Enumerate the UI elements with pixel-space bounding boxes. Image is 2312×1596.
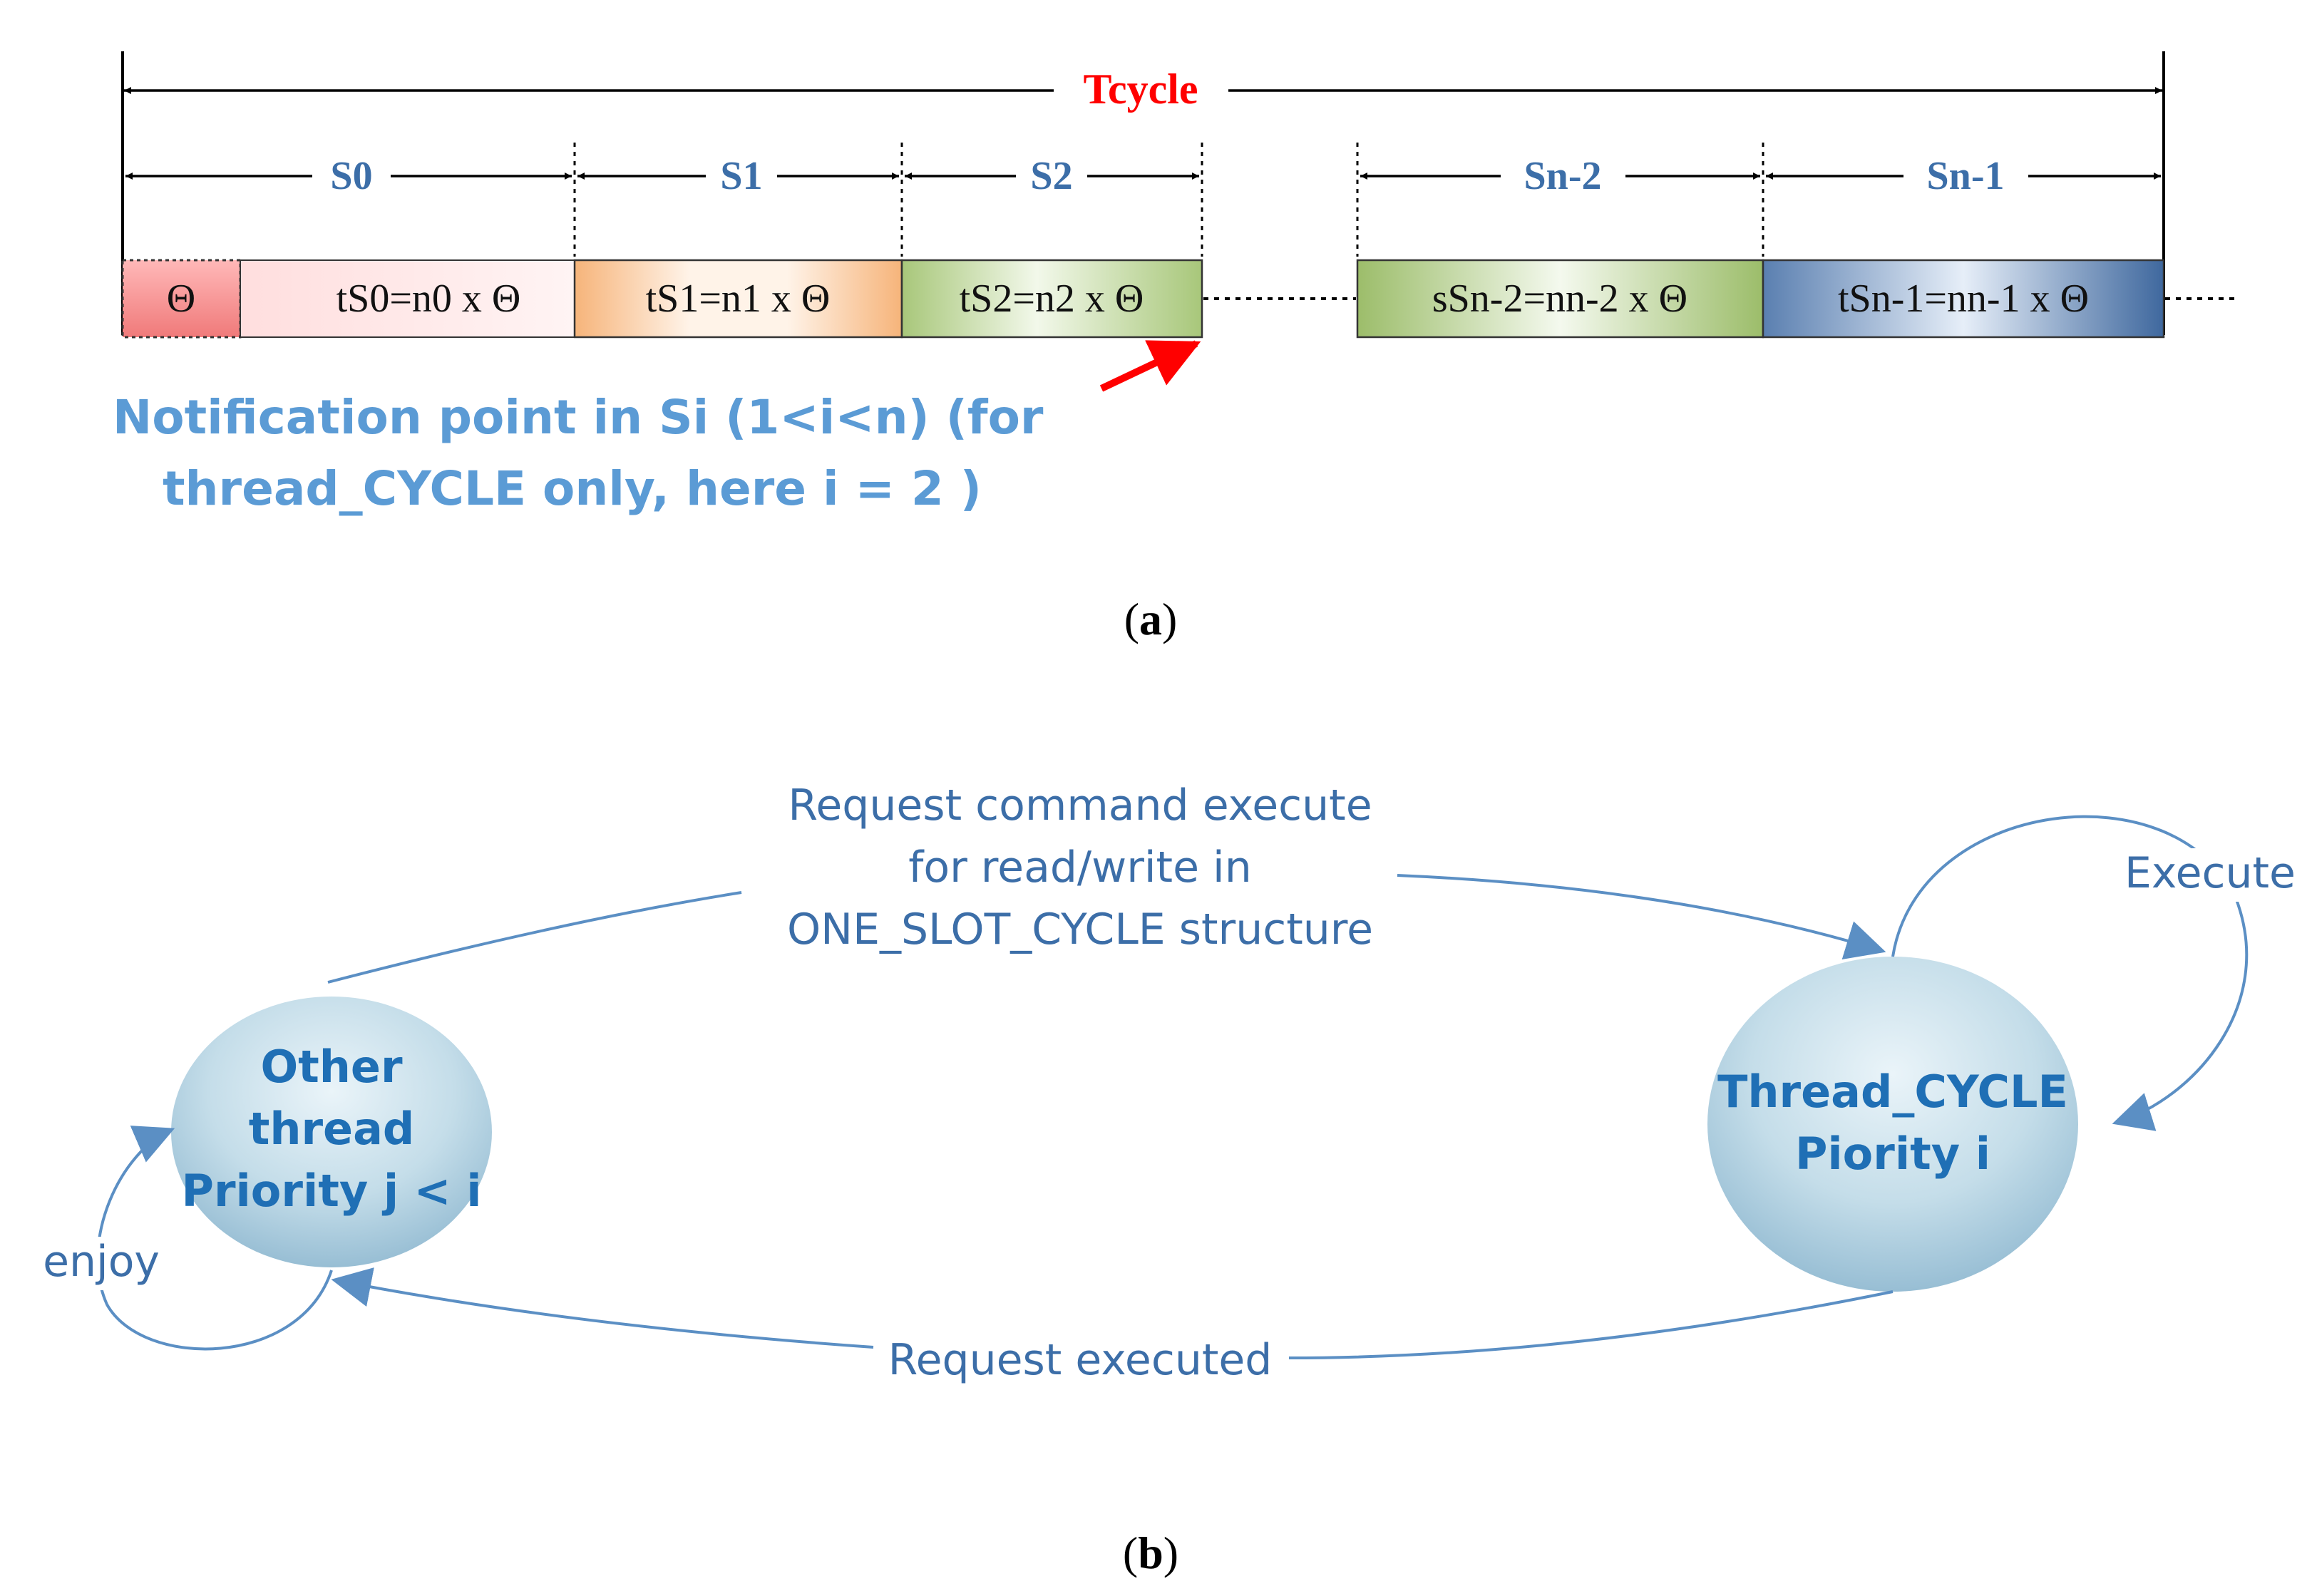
slot-text-s1: tS1=n1 x Θ [646,277,831,321]
segment-label-sn2: Sn-2 [1524,154,1602,198]
node-thread-cycle [1707,957,2078,1292]
tcycle-label-bg [1054,69,1228,112]
segment-separators [573,143,1764,257]
node-other-line-2: thread [249,1103,415,1155]
notification-line-2: thread_CYCLE only, here i = 2 ) [163,461,982,516]
slot-boxes [121,259,2165,339]
slot-box-sn2 [1356,259,1764,339]
caption-a: (a) [1124,594,1178,644]
segment-label-s2: S2 [1030,154,1072,198]
request-line-2: for read/write in [908,843,1252,892]
request-line-1: Request command execute [788,781,1372,830]
segment-label-s1: S1 [720,154,762,198]
slot-box-s1 [573,259,903,339]
node-thread-text: Thread_CYCLE Piority i [1717,1066,2068,1180]
slot-text-s2: tS2=n2 x Θ [960,277,1144,321]
node-other-text: Other thread Priority j < i [182,1041,482,1217]
segment-label-s0: S0 [330,154,372,198]
enjoy-label: enjoy [43,1237,160,1287]
request-arc-right [1397,874,1886,959]
node-other-line-3: Priority j < i [182,1165,482,1217]
request-label: Request command execute for read/write i… [787,781,1373,954]
segment-label-backgrounds [312,157,2028,195]
node-other-line-1: Other [260,1041,403,1093]
request-line-3: ONE_SLOT_CYCLE structure [787,905,1373,954]
executed-arc-left [331,1267,874,1349]
execute-label-bg [2121,848,2299,902]
notification-line-1: Notification point in Si (1<i<n) (for [113,390,1044,445]
panel-a-timeline: Tcycle S0 S1 S2 Sn-2 [113,51,2239,644]
theta-text: Θ [167,277,195,321]
executed-label: Request executed [888,1335,1273,1385]
theta-box [121,259,242,339]
segment-labels: S0 S1 S2 Sn-2 Sn-1 [330,154,2004,198]
enjoy-label-bg [32,1237,175,1290]
node-thread-line-1: Thread_CYCLE [1717,1066,2068,1118]
enjoy-self-loop [96,1126,333,1351]
slot-text-sn1: tSn-1=nn-1 x Θ [1838,277,2089,321]
node-thread-line-2: Piority i [1795,1128,1990,1180]
segment-label-sn1: Sn-1 [1927,154,2005,198]
slot-box-sn1 [1762,259,2165,339]
slot-box-s0 [240,259,575,338]
slot-box-texts: Θ tS0=n0 x Θ tS1=n1 x Θ tS2=n2 x Θ sSn-2… [167,277,2089,321]
slot-text-sn2: sSn-2=nn-2 x Θ [1432,277,1687,321]
request-arc-left [327,891,742,984]
tcycle-label: Tcycle [1083,66,1198,113]
node-other-thread [171,997,492,1267]
caption-b: (b) [1123,1528,1178,1578]
notification-arrow [1099,340,1201,392]
execute-label: Execute [2125,848,2296,898]
panel-b-state-diagram: Other thread Priority j < i Thread_CYCLE… [32,781,2299,1578]
executed-arc-right [1288,1290,1894,1359]
slot-box-s2 [900,259,1203,339]
slot-text-s0: tS0=n0 x Θ [336,277,521,321]
